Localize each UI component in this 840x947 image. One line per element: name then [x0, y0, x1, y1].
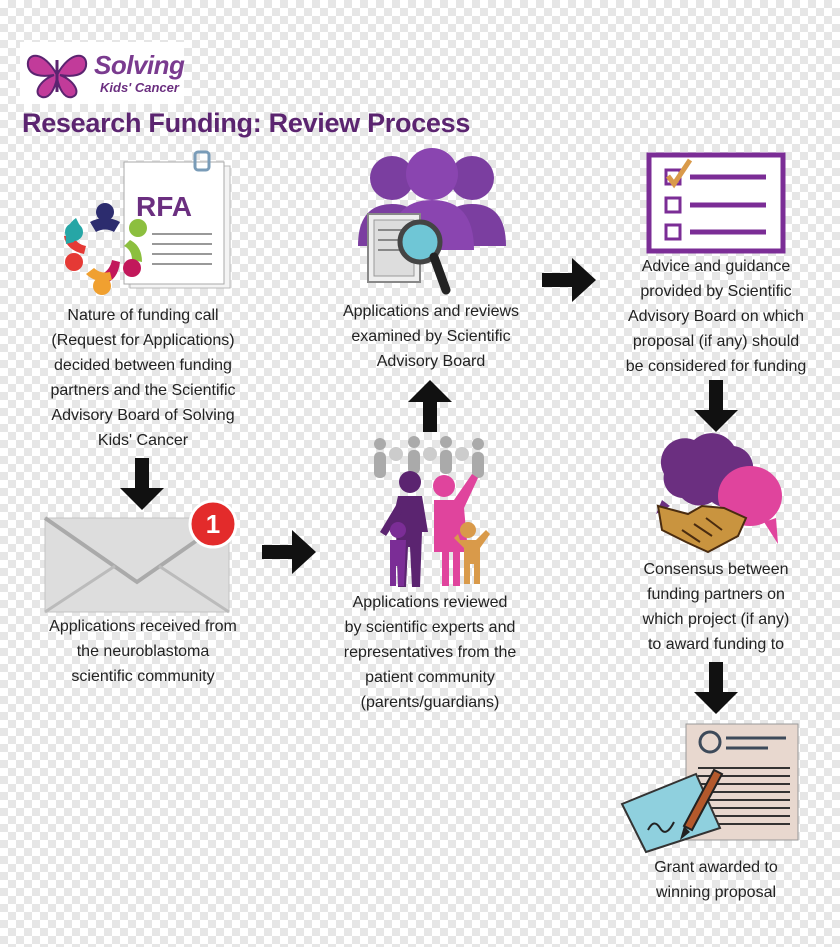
caption-advice: Advice and guidance provided by Scientif…	[625, 258, 807, 375]
caption-consensus: Consensus between funding partners on wh…	[642, 561, 790, 653]
caption-grant: Grant awarded to winning proposal	[654, 859, 778, 901]
family-icon	[374, 436, 490, 587]
arrow-up-icon	[408, 380, 452, 432]
board-magnifier-icon	[358, 148, 506, 295]
badge-count: 1	[206, 509, 220, 539]
caption-rfa: Nature of funding call (Request for Appl…	[50, 307, 236, 449]
envelope-icon: 1	[43, 499, 238, 614]
arrow-down-icon	[694, 380, 738, 432]
arrow-right-icon	[542, 258, 596, 302]
arrow-down-icon	[694, 662, 738, 714]
crowd-icon	[374, 436, 484, 478]
caption-examined: Applications and reviews examined by Sci…	[342, 303, 520, 370]
page-title: Research Funding: Review Process	[22, 108, 471, 138]
arrow-right-icon	[262, 530, 316, 574]
butterfly-icon	[26, 54, 88, 99]
caption-reviewed: Applications reviewed by scientific expe…	[343, 594, 517, 711]
logo-name: Solving	[94, 50, 185, 80]
rfa-document-icon: RFA	[64, 150, 231, 295]
handshake-speech-icon	[656, 433, 782, 554]
logo-subtitle: Kids' Cancer	[100, 80, 179, 95]
caption-received: Applications received from the neuroblas…	[49, 618, 237, 685]
check-grant-icon	[620, 723, 799, 854]
rfa-label: RFA	[136, 191, 192, 222]
arrow-down-icon	[120, 458, 164, 510]
checklist-icon	[646, 152, 786, 254]
notification-badge: 1	[188, 499, 238, 549]
